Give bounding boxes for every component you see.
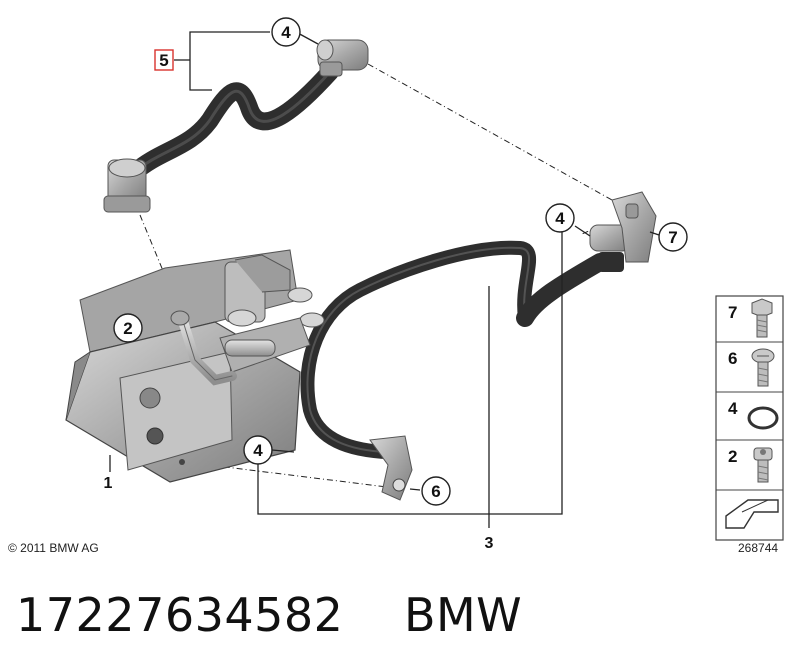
legend-item-2: 2 xyxy=(728,447,773,483)
svg-text:6: 6 xyxy=(431,482,440,501)
bottom-caption: 17227634582 BMW xyxy=(16,588,522,642)
brand-name: BMW xyxy=(403,588,523,642)
callout-5: 5 xyxy=(154,49,174,71)
svg-text:4: 4 xyxy=(555,209,565,228)
callout-7: 7 xyxy=(658,222,688,252)
callout-3: 3 xyxy=(485,535,494,552)
direction-arrow-icon xyxy=(725,499,779,529)
callout-4-right: 4 xyxy=(545,203,575,233)
callout-4-bottom: 4 xyxy=(243,435,273,465)
hex-bolt-icon xyxy=(751,298,773,338)
oil-cooler xyxy=(65,249,325,483)
callout-4-top: 4 xyxy=(271,17,301,47)
part-number: 17227634582 xyxy=(16,588,344,642)
svg-text:4: 4 xyxy=(253,441,263,460)
diagram-number: 268744 xyxy=(738,541,779,555)
callout-2: 2 xyxy=(113,313,143,343)
legend-item-7: 7 xyxy=(728,298,773,338)
svg-text:5: 5 xyxy=(159,51,168,70)
svg-text:4: 4 xyxy=(728,399,738,418)
legend-item-6: 6 xyxy=(728,348,775,387)
svg-text:4: 4 xyxy=(281,23,291,42)
svg-text:2: 2 xyxy=(123,319,132,338)
svg-text:6: 6 xyxy=(728,349,737,368)
upper-hose-upper-fitting xyxy=(316,39,369,77)
svg-text:7: 7 xyxy=(668,228,677,247)
callout-5-bracket xyxy=(174,31,270,91)
legend-item-4: 4 xyxy=(728,399,779,430)
copyright-notice: © 2011 BMW AG xyxy=(8,541,99,555)
upper-hose xyxy=(103,39,369,213)
right-fitting xyxy=(589,191,657,272)
socket-head-bolt-icon xyxy=(753,447,773,483)
round-head-screw-icon xyxy=(751,348,775,387)
lower-hose-bracket-fitting xyxy=(369,435,413,501)
callout-1: 1 xyxy=(104,475,113,492)
svg-text:2: 2 xyxy=(728,447,737,466)
o-ring-icon xyxy=(747,406,779,430)
lower-hose xyxy=(300,240,609,501)
upper-hose-lower-fitting xyxy=(103,158,151,213)
parts-legend: 7 6 4 xyxy=(715,295,784,541)
svg-text:7: 7 xyxy=(728,303,737,322)
callout-6: 6 xyxy=(421,476,451,506)
